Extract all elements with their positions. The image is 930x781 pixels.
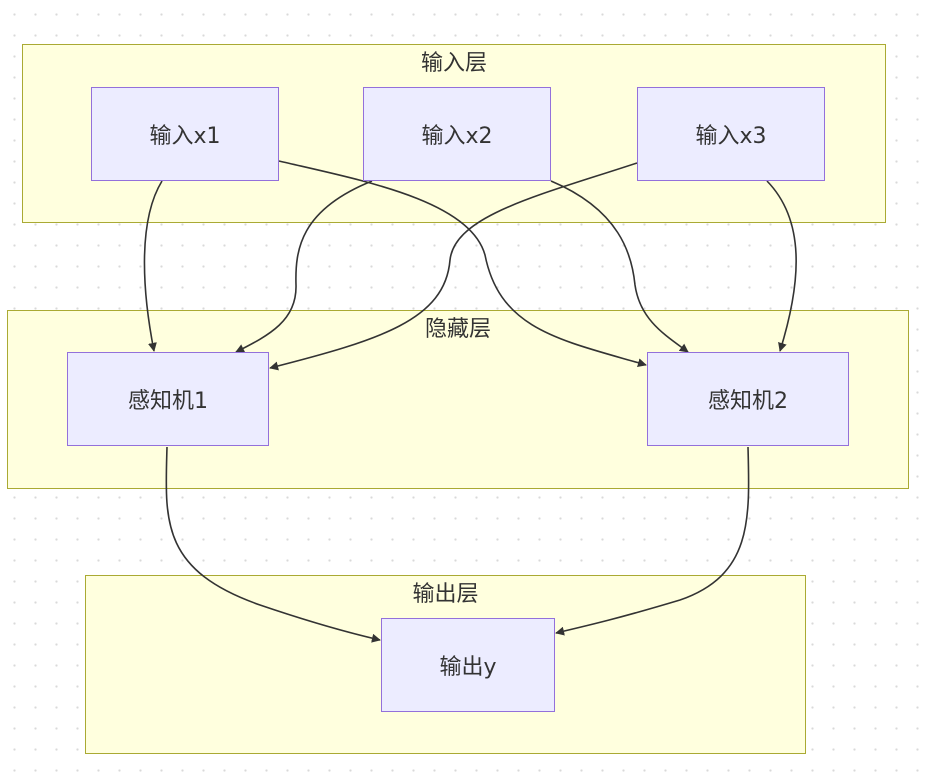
node-input-x2[interactable]: 输入x2 — [363, 87, 551, 181]
input-layer-title: 输入层 — [420, 51, 487, 76]
node-perceptron-2[interactable]: 感知机2 — [647, 352, 849, 446]
node-output-y-label: 输出y — [439, 655, 497, 680]
node-input-x1[interactable]: 输入x1 — [91, 87, 279, 181]
node-perceptron-1[interactable]: 感知机1 — [67, 352, 269, 446]
hidden-layer-title: 隐藏层 — [424, 317, 491, 342]
output-layer-title: 输出层 — [412, 582, 479, 607]
node-input-x2-label: 输入x2 — [421, 124, 493, 149]
node-output-y[interactable]: 输出y — [381, 618, 555, 712]
node-perceptron-1-label: 感知机1 — [128, 389, 208, 414]
node-input-x3[interactable]: 输入x3 — [637, 87, 825, 181]
node-input-x1-label: 输入x1 — [149, 124, 221, 149]
node-input-x3-label: 输入x3 — [695, 124, 767, 149]
node-perceptron-2-label: 感知机2 — [708, 389, 788, 414]
